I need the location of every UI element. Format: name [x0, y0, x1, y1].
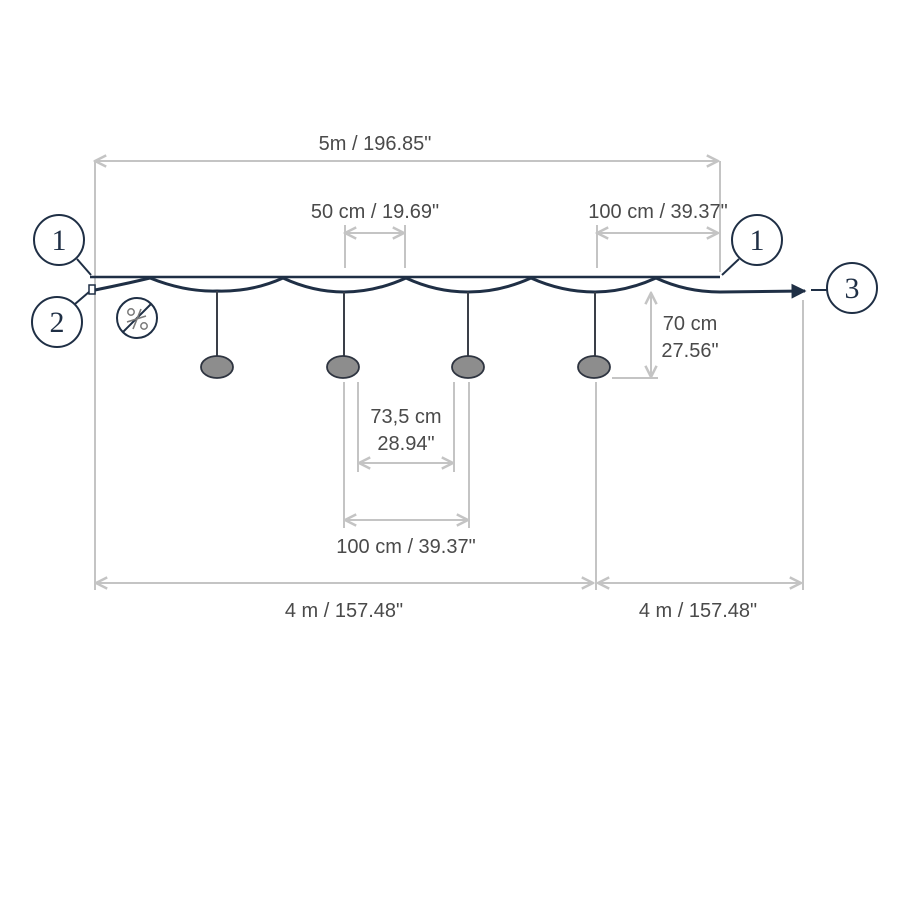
section-right-label: 4 m / 157.48": [639, 600, 757, 622]
pendant-1: [200, 291, 234, 379]
dimension-drop-height: 70 cm 27.56": [612, 293, 719, 379]
drop-height-in-label: 27.56": [661, 340, 718, 362]
section-left-label: 4 m / 157.48": [285, 600, 403, 622]
end-spacing-label: 100 cm / 39.37": [588, 201, 727, 223]
svg-text:2: 2: [50, 306, 65, 339]
total-length-label: 5m / 196.85": [319, 133, 432, 155]
callout-plug: 3: [811, 262, 878, 314]
drop-height-cm-label: 70 cm: [663, 313, 717, 335]
pendant-spacing-label: 100 cm / 39.37": [336, 536, 475, 558]
callout-wire-left: 1: [33, 214, 92, 276]
cable-end-cap: [88, 284, 96, 295]
pendant-gap-cm-label: 73,5 cm: [370, 406, 441, 428]
dimension-connector-spacing: 50 cm / 19.69": [311, 201, 439, 268]
callout-wire-right: 1: [721, 214, 783, 276]
pendant-3: [451, 292, 485, 379]
power-cable: [94, 276, 807, 299]
pendant-2: [326, 292, 360, 379]
dimension-pendant-gap: 73,5 cm 28.94": [357, 382, 455, 472]
pendant-gap-in-label: 28.94": [377, 433, 434, 455]
callout-cable-end: 2: [31, 291, 90, 348]
dimension-end-spacing: 100 cm / 39.37": [588, 201, 728, 268]
dimension-total-length: 5m / 196.85": [95, 133, 721, 590]
no-cut-scissors-icon: [116, 297, 158, 339]
svg-text:1: 1: [750, 224, 765, 257]
dimension-section-left: 4 m / 157.48": [96, 382, 597, 622]
dimension-pendant-spacing: 100 cm / 39.37": [336, 382, 476, 558]
svg-text:1: 1: [52, 224, 67, 257]
dimension-section-right: 4 m / 157.48": [598, 300, 804, 622]
connector-spacing-label: 50 cm / 19.69": [311, 201, 439, 223]
svg-text:3: 3: [845, 272, 860, 305]
pendant-4: [577, 292, 611, 379]
